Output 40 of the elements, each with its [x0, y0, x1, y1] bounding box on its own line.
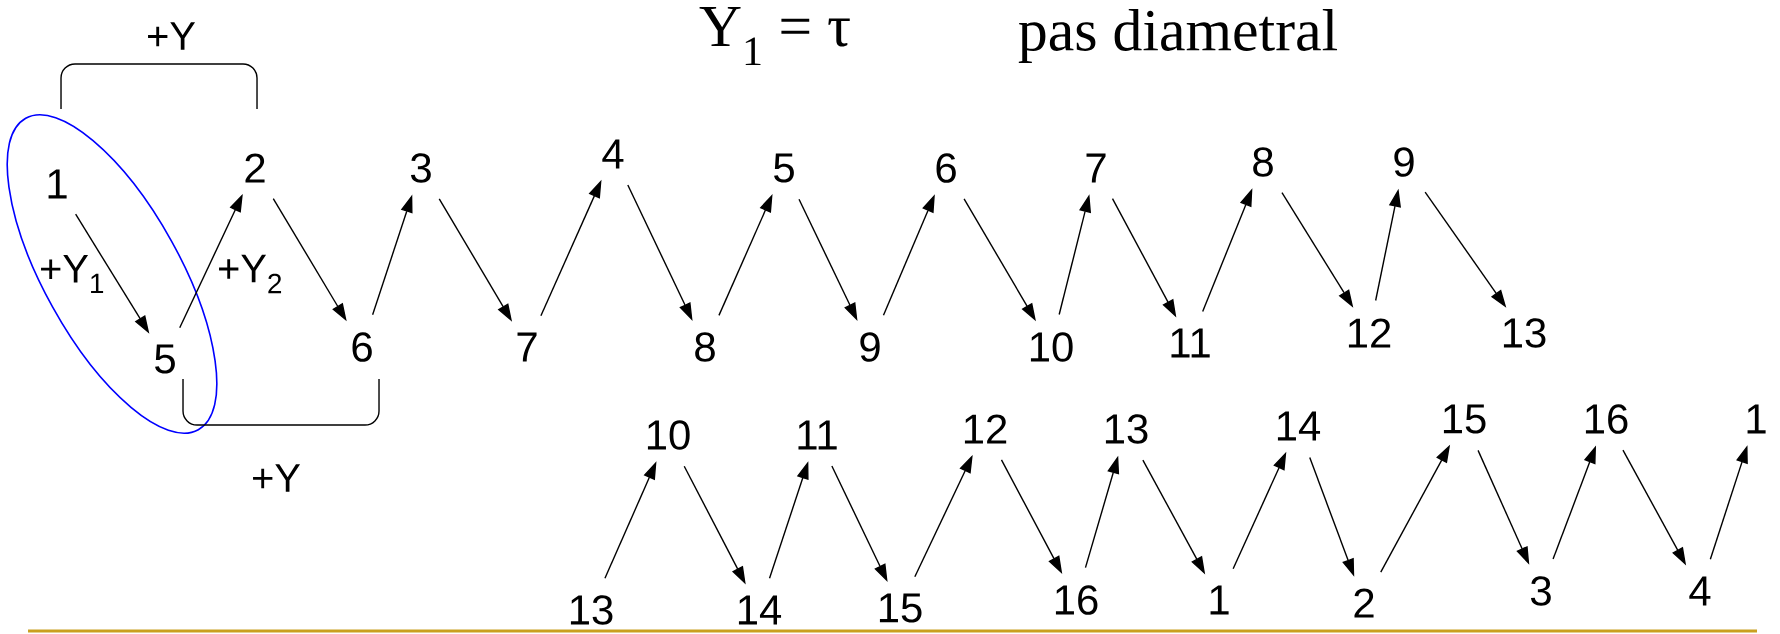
- number-label: 9: [860, 332, 880, 362]
- number-label: 2: [1354, 588, 1374, 618]
- number-label: 3: [410, 153, 431, 183]
- number-label: 6: [352, 332, 372, 362]
- number-label: 3: [1530, 576, 1551, 606]
- number-label: 13: [570, 595, 613, 625]
- number-label: 5: [155, 344, 175, 374]
- number-label: 8: [695, 332, 715, 362]
- number-label: 14: [738, 595, 782, 625]
- number-label: 13: [1105, 414, 1148, 444]
- number-label: 16: [1055, 585, 1098, 615]
- number-label: 8: [1253, 147, 1273, 177]
- number-label: 10: [1030, 332, 1073, 362]
- pitch-label: +Y: [148, 22, 196, 50]
- number-label: 6: [936, 153, 956, 183]
- number-label: 1: [48, 169, 67, 199]
- title-formula: Y$_{1}$ = τ: [699, 6, 850, 66]
- pitch-label: +Y$_{1}$: [41, 254, 104, 294]
- pitch-label: +Y$_{2}$: [219, 254, 282, 294]
- number-label: 2: [245, 153, 265, 183]
- number-label: 7: [517, 332, 537, 362]
- number-label: 7: [1086, 153, 1106, 183]
- number-label: 4: [602, 139, 624, 169]
- number-label: 13: [1503, 318, 1546, 348]
- number-label: 16: [1585, 404, 1628, 434]
- number-label: 1: [1210, 585, 1229, 615]
- title-text: pas diametral: [1018, 8, 1338, 64]
- number-label: 15: [1443, 404, 1486, 434]
- number-label: 14: [1277, 411, 1321, 441]
- number-label: 10: [647, 420, 690, 450]
- number-label: 11: [798, 420, 837, 450]
- number-label: 4: [1689, 576, 1711, 606]
- number-label: 11: [1171, 328, 1210, 358]
- number-label: 1: [1747, 404, 1766, 434]
- number-label: 12: [1348, 318, 1391, 348]
- number-label: 5: [774, 153, 794, 183]
- number-label: 15: [879, 593, 922, 623]
- pitch-label: +Y: [253, 464, 301, 492]
- number-label: 9: [1394, 147, 1414, 177]
- number-label: 12: [964, 414, 1007, 444]
